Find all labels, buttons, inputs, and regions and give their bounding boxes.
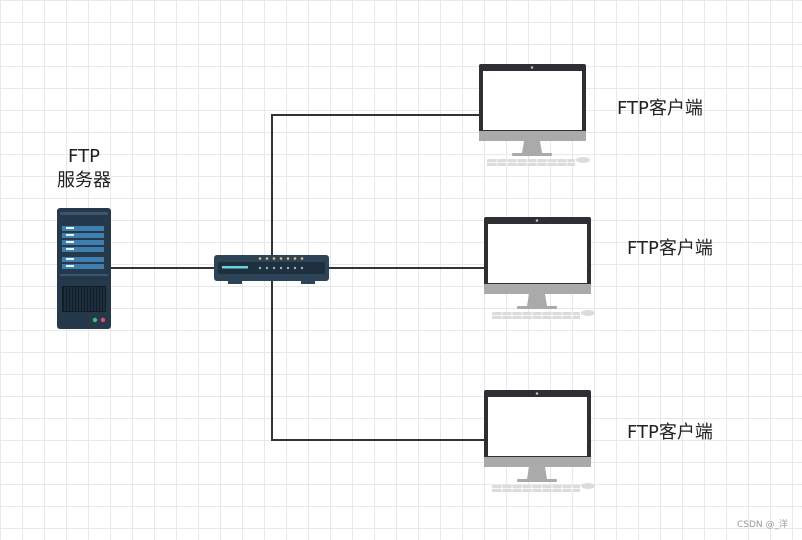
link-switch-client-1: [271, 114, 479, 262]
server-icon: [57, 208, 111, 329]
client-label-3: FTP客户端: [627, 422, 713, 443]
client-computer-icon-1: [479, 64, 590, 166]
server-label-line2: 服务器: [57, 170, 111, 191]
client-label-2: FTP客户端: [627, 238, 713, 259]
watermark: CSDN @_洋: [736, 520, 788, 530]
network-switch-icon: [214, 255, 329, 284]
client-computer-icon-3: [484, 390, 595, 492]
connection-lines: [110, 114, 485, 441]
client-computer-icon-2: [484, 217, 595, 319]
client-label-1: FTP客户端: [617, 98, 703, 119]
server-label-line1: FTP: [68, 146, 100, 167]
server-label: FTP 服务器: [52, 145, 116, 193]
link-switch-client-3: [271, 276, 485, 441]
